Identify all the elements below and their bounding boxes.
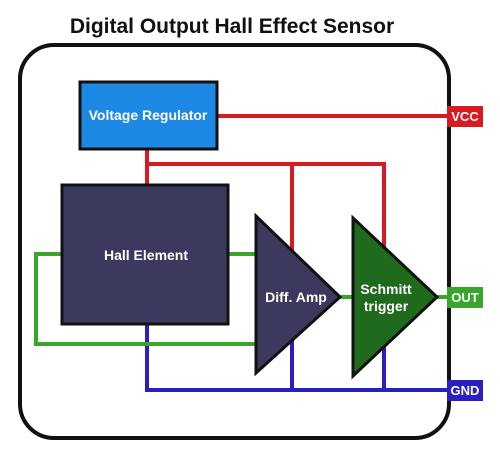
schmitt-trigger-label-line1: Schmitt [360,281,412,297]
hall-negative-output-wire [34,252,258,346]
voltage-regulator-box [78,80,219,151]
vcc-pin-label: VCC [451,109,479,124]
hall-element-block: Hall Element [60,183,230,326]
gnd-pin-label: GND [451,383,480,398]
gnd-pin: GND [447,380,483,401]
schmitt-trigger-block: Schmitt trigger [351,214,440,380]
voltage-regulator-block: Voltage Regulator [78,80,219,151]
vcc-pin-box [447,106,483,127]
diff-amp-block: Diff. Amp [254,212,343,377]
out-pin: OUT [447,287,483,308]
out-pin-box [447,287,483,308]
diff-amp-triangle [254,212,343,377]
gnd-pin-box [447,380,483,401]
diff-amp-label: Diff. Amp [265,289,327,305]
diagram-title: Digital Output Hall Effect Sensor [70,15,394,38]
signal-wires [34,252,449,346]
schmitt-trigger-triangle [351,214,440,380]
power-wires [145,114,449,252]
vcc-pin: VCC [447,106,483,127]
schmitt-trigger-label-line2: trigger [364,298,409,314]
voltage-regulator-label: Voltage Regulator [89,107,208,123]
hall-element-box [60,183,230,326]
ground-wires [145,322,449,392]
out-pin-label: OUT [451,290,479,305]
hall-element-label: Hall Element [104,247,188,263]
